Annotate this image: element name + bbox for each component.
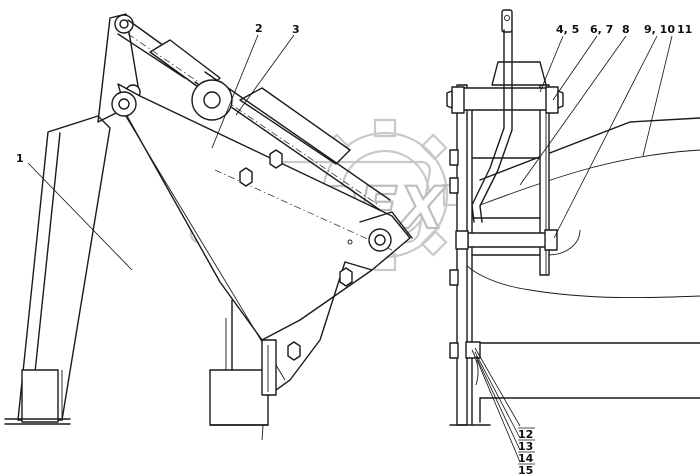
cross-pin [455,229,558,251]
lower-column [209,299,277,426]
callout-14: 14 [518,452,534,465]
callout-12: 12 [518,428,533,441]
plate-bolts [449,149,481,386]
front-view [446,9,700,426]
callout-labels: 1 2 3 4, 5 6, 7 8 9, 10 11 12 13 14 15 [16,22,692,475]
callout-13: 13 [518,440,533,453]
pivot-assembly [446,61,564,114]
callout-6-7: 6, 7 [590,23,613,36]
callout-2: 2 [255,22,263,35]
callout-15: 15 [518,464,533,475]
part-2-bracket [111,83,413,441]
callout-4-5: 4, 5 [556,23,579,36]
callout-leaders [27,34,673,465]
linkage-arm [471,9,513,223]
callout-3: 3 [292,23,300,36]
callout-11: 11 [677,23,692,36]
callout-8: 8 [622,23,630,36]
callout-9-10: 9, 10 [644,23,675,36]
side-view [4,13,413,441]
bolts [239,149,353,361]
part-11-blade [461,117,700,423]
mounting-plates [449,84,550,426]
part-3-cylinder [117,19,391,211]
part-1-boom [4,115,111,425]
callout-1: 1 [16,152,24,165]
